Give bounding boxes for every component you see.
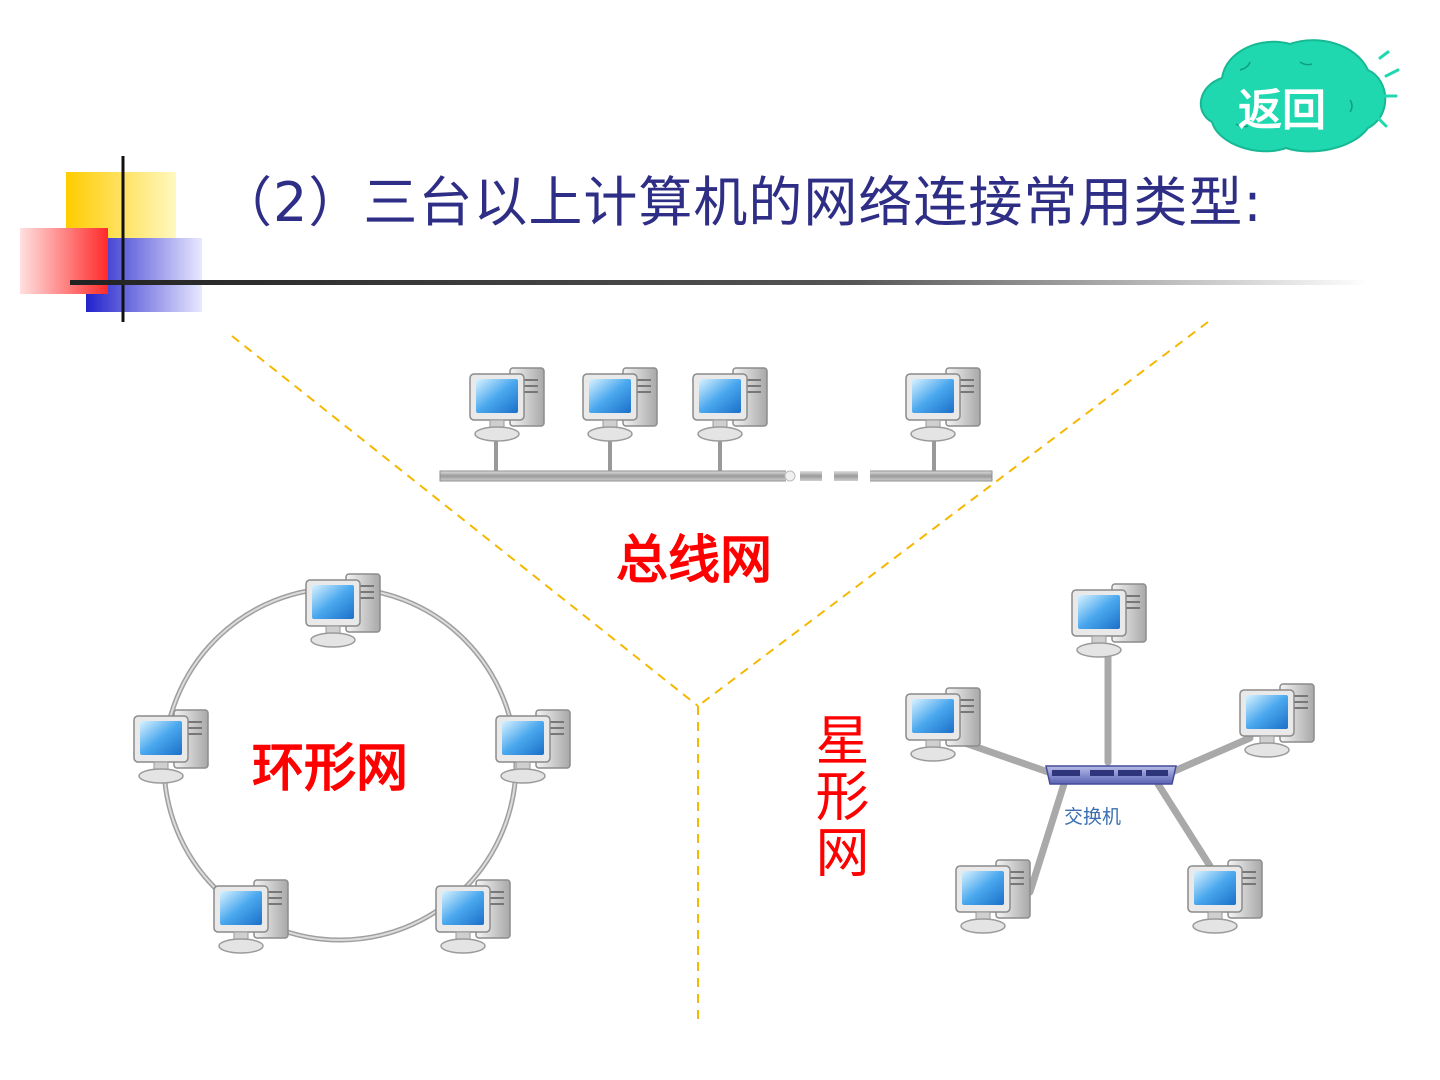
bus-computer-4	[905, 367, 981, 442]
star-computer-3	[1239, 683, 1315, 758]
corner-decoration	[20, 156, 1370, 322]
slide-title: （2）三台以上计算机的网络连接常用类型:	[218, 171, 1263, 234]
ring-computer-5	[435, 879, 511, 954]
ring-computer-2	[133, 709, 209, 784]
switch-label: 交换机	[1064, 806, 1122, 828]
star-computer-1	[1071, 583, 1147, 658]
ring-computer-4	[213, 879, 289, 954]
bus-cable	[439, 470, 993, 482]
star-computer-5	[1187, 859, 1263, 934]
star-network	[905, 583, 1315, 934]
ring-computer-1	[305, 573, 381, 648]
star-network-label: 星形网	[806, 712, 869, 880]
bus-computer-3	[692, 367, 768, 442]
star-computer-2	[905, 687, 981, 762]
ring-network-label: 环形网	[252, 739, 409, 799]
ring-network	[133, 573, 571, 954]
back-button[interactable]	[1199, 39, 1400, 153]
back-button-label[interactable]: 返回	[1238, 85, 1326, 136]
section-dividers	[231, 321, 1209, 1020]
bus-computer-2	[582, 367, 658, 442]
bus-network-label: 总线网	[616, 531, 773, 591]
ring-computer-3	[495, 709, 571, 784]
star-computer-4	[955, 859, 1031, 934]
bus-network	[439, 367, 993, 483]
switch-hub	[1045, 765, 1177, 785]
bus-computer-1	[469, 367, 545, 442]
